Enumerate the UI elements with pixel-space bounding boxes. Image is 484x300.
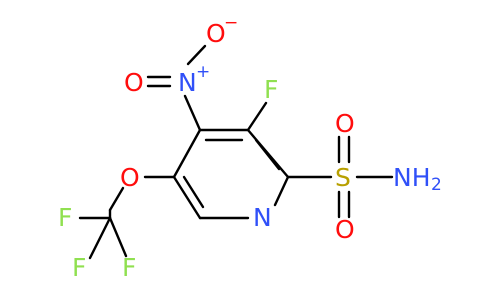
atom-n-amide: NH: [393, 163, 431, 192]
atom-n-amide-subscript: 2: [431, 175, 442, 195]
bond-c6-c5-inner: [182, 175, 205, 209]
atom-o-ether: O: [120, 163, 140, 192]
atom-o-sulfonyl-top: O: [335, 109, 355, 138]
bond-o-cf3: [108, 186, 125, 212]
atom-f-cf3-left-top: F: [58, 203, 72, 232]
bond-c6-c5: [172, 175, 202, 220]
charge-n-nitro: +: [196, 62, 210, 82]
bond-cf3-fright: [108, 216, 128, 258]
bond-c5-c4: [172, 128, 202, 179]
atom-n-ring: N: [253, 203, 272, 232]
bond-c3-c2-inner: [254, 138, 281, 171]
atom-n-nitro: N: [178, 68, 197, 97]
atom-s-sulfonyl: S: [335, 163, 351, 192]
atom-o-nitro-top: O: [206, 19, 226, 48]
charge-o-nitro-top: −: [224, 13, 238, 33]
bond-c3-f: [246, 101, 268, 132]
atom-o-nitro-left: O: [124, 68, 144, 97]
bond-c4-nnitro: [183, 94, 202, 132]
bond-c2-n1: [273, 175, 290, 207]
bond-nnitro-otop: [186, 44, 207, 66]
atom-f-cf3-left-bottom: F: [72, 253, 86, 282]
atom-o-sulfonyl-bottom: O: [335, 215, 355, 244]
atom-f-cf3-right-bottom: F: [122, 253, 136, 282]
bond-cf3-fleft: [88, 216, 112, 260]
atom-f-ring: F: [264, 75, 278, 104]
